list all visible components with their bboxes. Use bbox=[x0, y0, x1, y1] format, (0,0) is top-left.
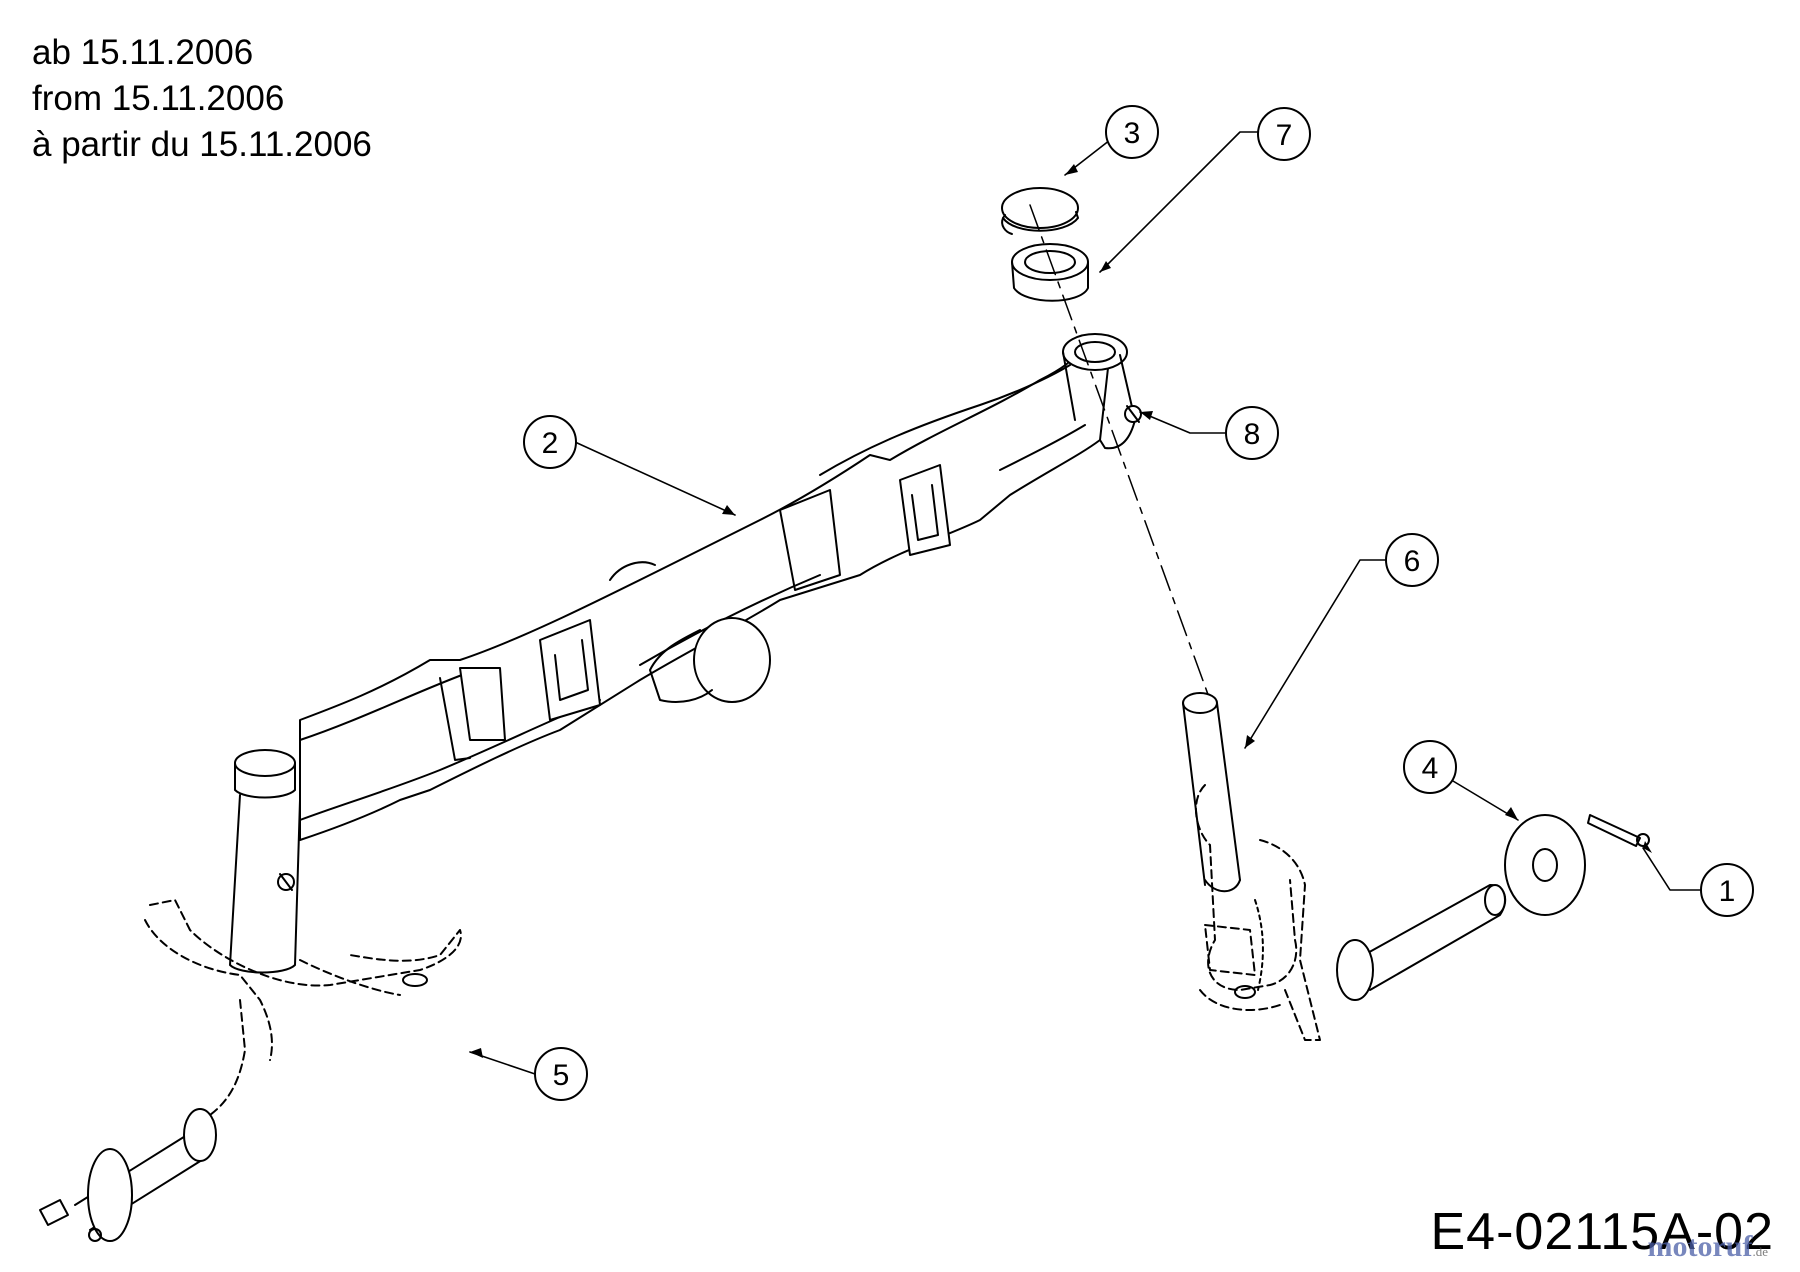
cotter-pin bbox=[1587, 814, 1650, 847]
front-axle bbox=[299, 333, 1136, 841]
validity-en: from 15.11.2006 bbox=[32, 79, 285, 118]
bushing bbox=[1011, 243, 1089, 302]
callout-label: 3 bbox=[1124, 117, 1141, 150]
callout-6: 6 bbox=[1385, 533, 1439, 587]
callout-label: 6 bbox=[1404, 545, 1421, 578]
callout-7: 7 bbox=[1257, 107, 1311, 161]
callout-label: 1 bbox=[1719, 875, 1736, 908]
callout-label: 4 bbox=[1422, 752, 1439, 785]
callout-4: 4 bbox=[1403, 740, 1457, 794]
callout-5: 5 bbox=[534, 1047, 588, 1101]
callout-3: 3 bbox=[1105, 105, 1159, 159]
callout-8: 8 bbox=[1225, 406, 1279, 460]
callout-1: 1 bbox=[1700, 863, 1754, 917]
validity-de: ab 15.11.2006 bbox=[32, 33, 254, 72]
watermark-text: motoruf bbox=[1647, 1230, 1753, 1263]
validity-fr: à partir du 15.11.2006 bbox=[32, 125, 372, 164]
steering-spindle-left bbox=[39, 749, 462, 1242]
grease-fitting bbox=[277, 405, 1142, 891]
validity-note: ab 15.11.2006 from 15.11.2006 à partir d… bbox=[32, 30, 372, 168]
callout-label: 8 bbox=[1244, 418, 1261, 451]
watermark-logo: motoruf.de bbox=[1647, 1230, 1768, 1264]
drawing-code: E4-02115A-02 bbox=[1430, 1203, 1774, 1261]
leader-arrowheads bbox=[470, 164, 1652, 1058]
callout-2: 2 bbox=[523, 415, 577, 469]
assembly-centerline bbox=[1029, 204, 1211, 701]
steering-spindle-right bbox=[1182, 692, 1507, 1041]
callout-label: 2 bbox=[542, 427, 559, 460]
washer bbox=[1504, 814, 1586, 916]
watermark-suffix: .de bbox=[1752, 1244, 1768, 1259]
callout-label: 7 bbox=[1276, 119, 1293, 152]
dust-cap bbox=[1001, 187, 1079, 235]
callout-label: 5 bbox=[553, 1059, 570, 1092]
